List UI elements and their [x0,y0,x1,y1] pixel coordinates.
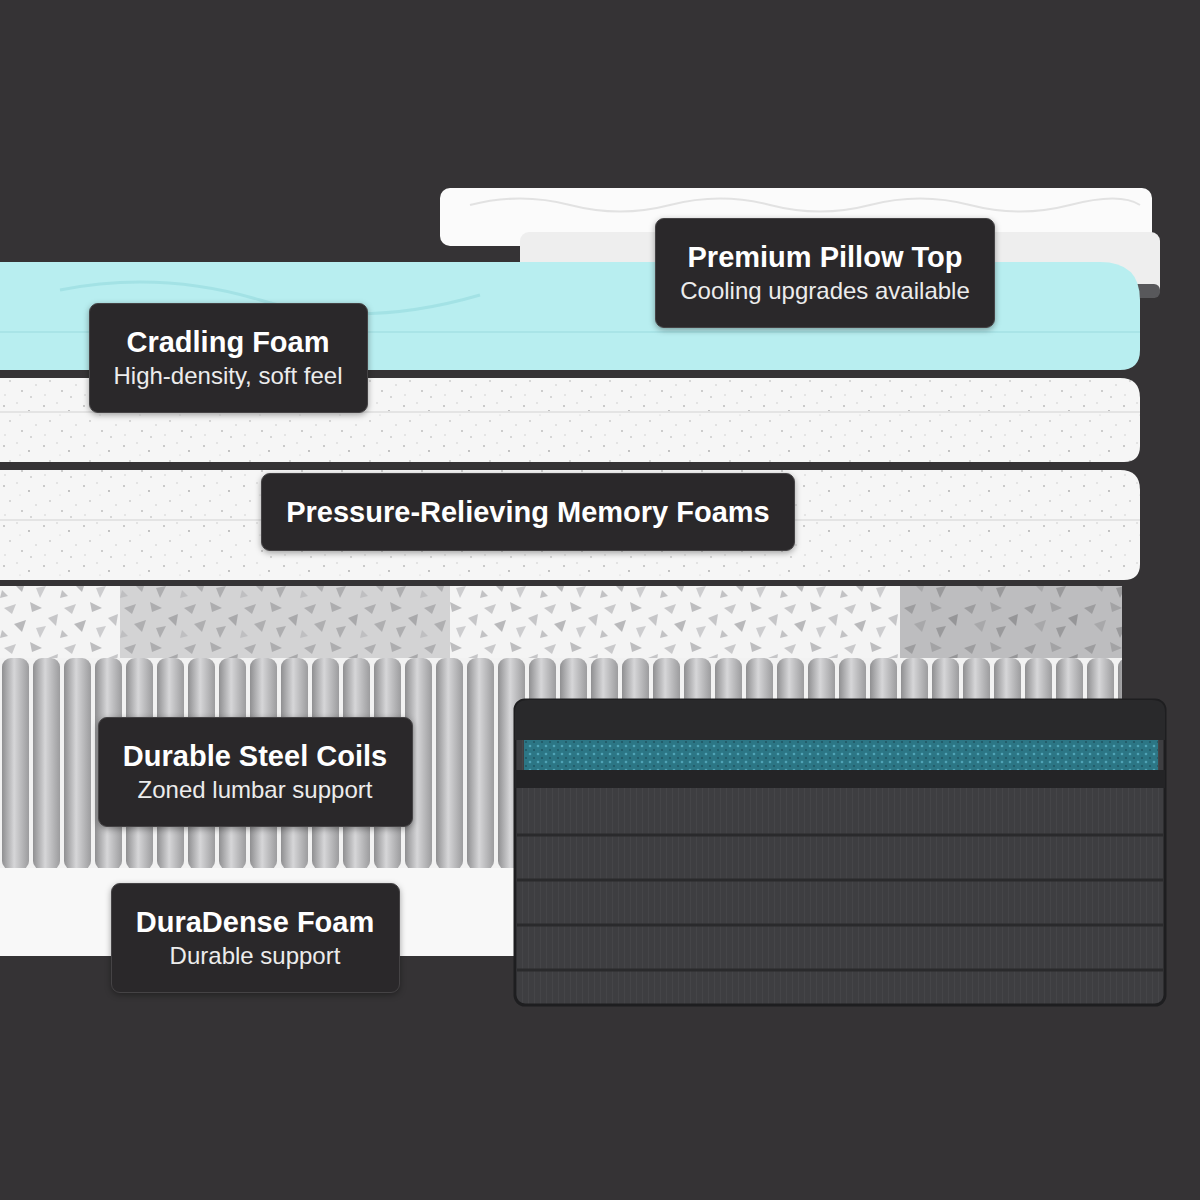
callout-box: Pressure-Relieving Memory Foams [261,473,795,551]
layer-name: Pressure-Relieving Memory Foams [286,494,770,530]
layer-note: Zoned lumbar support [123,774,388,806]
quilt-line [517,924,1163,927]
callout-box: DuraDense FoamDurable support [111,883,400,993]
callout-box: Cradling FoamHigh-density, soft feel [89,303,368,413]
mattress-top-border [515,700,1165,740]
layer-name: DuraDense Foam [136,904,375,940]
layer-name: Premium Pillow Top [680,239,970,275]
lumbar-zone [120,586,450,660]
quilt-line [517,834,1163,837]
memory-foam-layer [0,470,1140,580]
callout-box: Durable Steel CoilsZoned lumbar support [98,717,413,827]
coil-top-layer [900,586,1122,660]
callout-box: Premium Pillow TopCooling upgrades avail… [655,218,995,328]
layer-note: Durable support [136,940,375,972]
coil-top-layer [0,586,1122,660]
layer-note: High-density, soft feel [114,360,343,392]
layer-name: Cradling Foam [114,324,343,360]
quilting [470,199,1140,212]
mattress-border [515,770,1165,788]
cooling-band [524,740,1158,770]
layer-name: Durable Steel Coils [123,738,388,774]
layer-note: Cooling upgrades available [680,275,970,307]
assembled-mattress [515,700,1165,1005]
quilt-line [517,879,1163,882]
quilt-line [517,969,1163,972]
